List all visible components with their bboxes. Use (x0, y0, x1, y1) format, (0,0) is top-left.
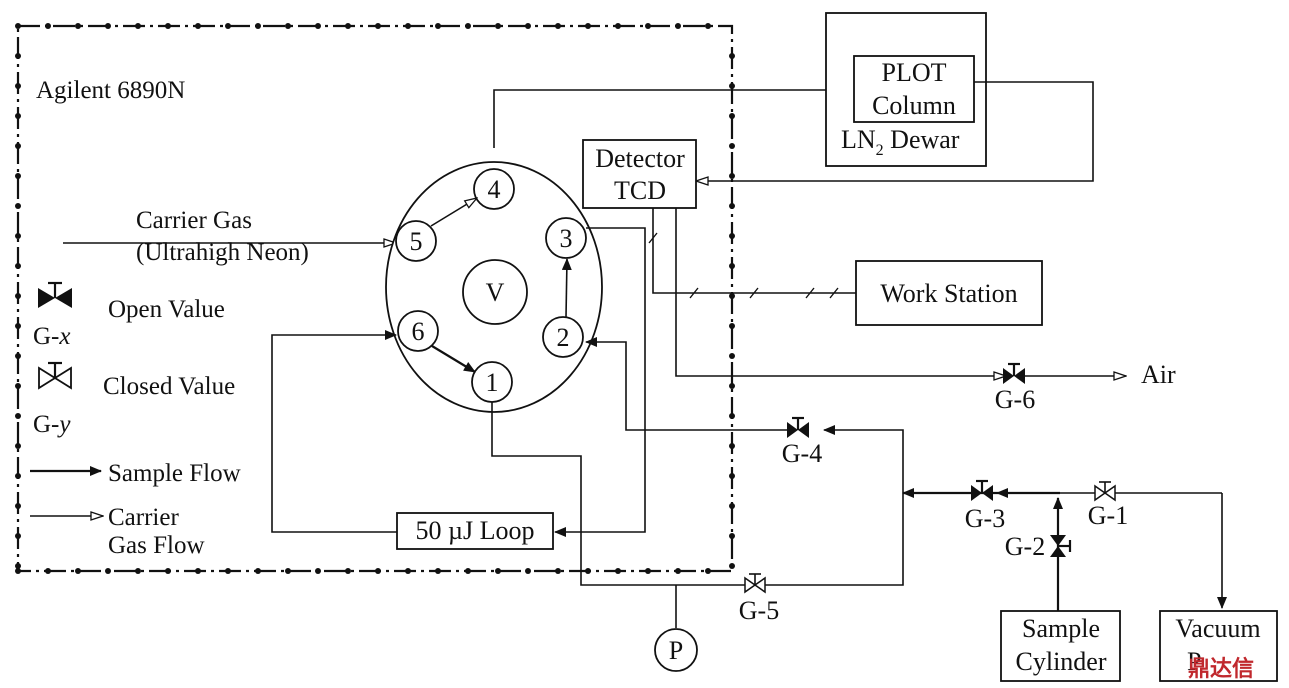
sample-flow-label: Sample Flow (108, 460, 241, 487)
air-label: Air (1141, 360, 1176, 389)
valve-g4-label: G-4 (782, 439, 822, 468)
vacuum-pump-label: Vacuum (1175, 614, 1260, 643)
sample-cylinder-label: Sample (1022, 614, 1100, 643)
work-station-box (855, 260, 1043, 326)
valve-g2-label: G-2 (1005, 532, 1045, 561)
line-port3-to-loop (554, 227, 646, 537)
vacuum-pump-box (1159, 610, 1278, 682)
svg-text:4: 4 (488, 175, 501, 204)
plot-column-label-2: Column (872, 91, 956, 120)
sample-loop-label: 50 µJ Loop (416, 516, 535, 545)
carrier-flow-label: Carrier (108, 504, 179, 531)
detector-type-label: TCD (614, 176, 666, 205)
legend: Open Value G-x Closed Value G-y Sample F… (30, 281, 241, 559)
flow-2-to-3 (561, 258, 572, 318)
carrier-flow-label-2: Gas Flow (108, 532, 205, 559)
line-loop-to-port6 (271, 330, 397, 533)
valve-g2 (1050, 535, 1072, 557)
svg-text:3: 3 (560, 224, 573, 253)
line-port1-to-g5 (491, 402, 746, 586)
carrier-gas-label: Carrier Gas (136, 207, 252, 234)
dewar-label: LN2 Dewar (841, 125, 960, 159)
valve-center-label: V (486, 278, 505, 307)
line-g4-out-to-port2 (585, 337, 790, 431)
flow-6-to-1 (431, 345, 476, 373)
valve-g5-label: G-5 (739, 596, 779, 625)
carrier-gas-type: (Ultrahigh Neon) (136, 239, 309, 266)
svg-text:2: 2 (557, 323, 570, 352)
line-detector-to-vent (675, 208, 1006, 376)
valve-g5 (744, 573, 766, 594)
open-valve-icon (38, 281, 72, 308)
valve-port-1: 1 (471, 361, 513, 403)
valve-center (462, 259, 528, 325)
svg-text:5: 5 (410, 227, 423, 256)
watermark: 鼎达信 (1188, 656, 1254, 682)
valve-port-3: 3 (545, 217, 587, 259)
signal-ticks (648, 232, 839, 299)
sample-cylinder-label-2: Cylinder (1016, 647, 1107, 676)
detector-label: Detector (595, 144, 685, 173)
valve-g6 (1003, 362, 1025, 384)
valve-port-2: 2 (542, 316, 584, 358)
valve-port-4: 4 (473, 168, 515, 210)
svg-text:6: 6 (412, 317, 425, 346)
svg-text:1: 1 (486, 368, 499, 397)
plot-column-box (853, 55, 975, 123)
sample-cylinder-box (1000, 610, 1121, 682)
closed-valve-label: Closed Value (103, 373, 235, 400)
flow-5-to-4 (430, 198, 477, 227)
valve-port-6: 6 (397, 310, 439, 352)
pressure-gauge-label: P (669, 636, 683, 665)
valve-port-5: 5 (395, 220, 437, 262)
open-valve-tag: G-x (33, 323, 71, 350)
valve-g4 (787, 416, 809, 438)
vacuum-pump-label-2: P (1187, 647, 1201, 676)
signal-cable (652, 208, 856, 294)
valve-g1-label: G-1 (1088, 501, 1128, 530)
plot-column-label: PLOT (882, 58, 947, 87)
closed-valve-tag: G-y (33, 411, 71, 438)
oven-boundary-dots (15, 23, 735, 574)
sample-loop-box (396, 512, 554, 550)
closed-valve-icon (38, 361, 72, 390)
open-valve-label: Open Value (108, 296, 225, 323)
line-port4-to-plot (493, 90, 854, 148)
line-plot-to-detector (696, 81, 1094, 181)
valve-g1 (1094, 481, 1116, 502)
valve-g6-label: G-6 (995, 385, 1035, 414)
valve-g3 (971, 479, 993, 501)
line-g5-to-manifold (763, 493, 904, 586)
pressure-gauge (654, 628, 698, 672)
detector-tcd-box (582, 139, 697, 209)
work-station-label: Work Station (880, 279, 1017, 308)
line-g4-to-port2 (823, 425, 904, 493)
valve-g3-label: G-3 (965, 504, 1005, 533)
instrument-label: Agilent 6890N (36, 77, 185, 104)
